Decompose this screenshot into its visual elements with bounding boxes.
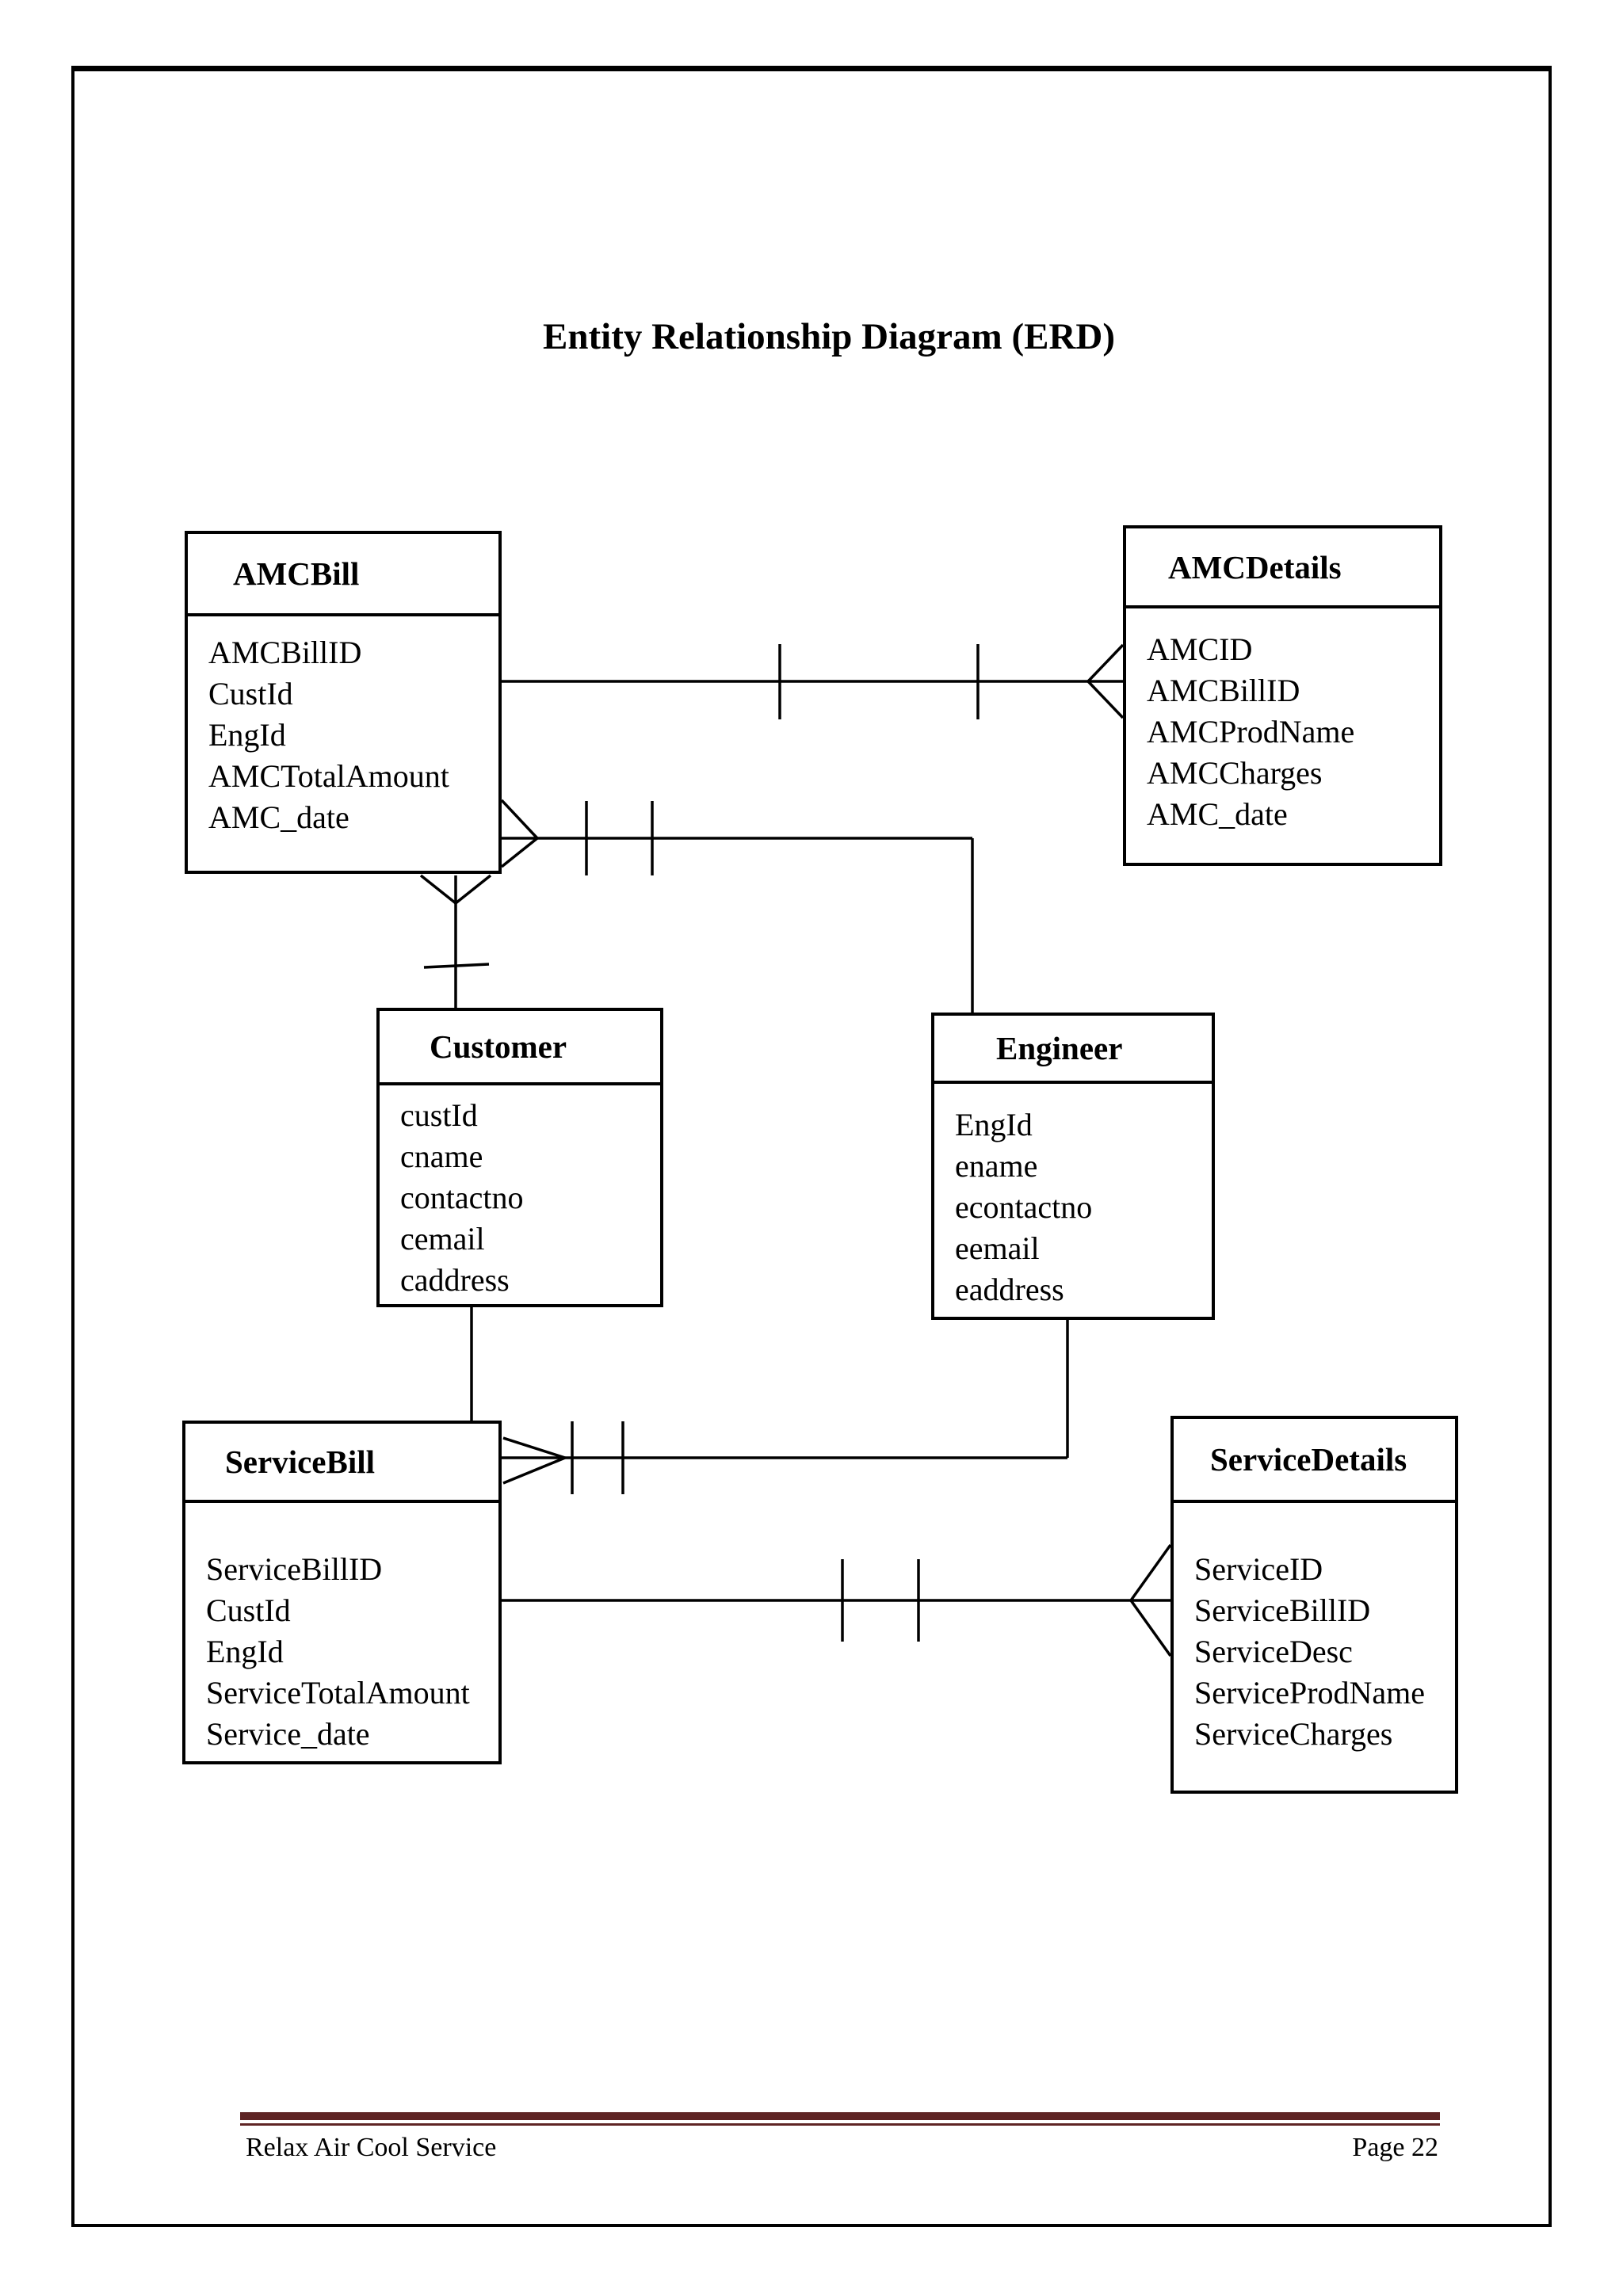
footer-rule-thin: [240, 2123, 1440, 2126]
entity-header: ServiceBill: [185, 1424, 498, 1503]
entity-customer: Customer custId cname contactno cemail c…: [376, 1008, 663, 1307]
entity-attributes: custId cname contactno cemail caddress: [380, 1085, 660, 1301]
attribute-row: cemail: [400, 1221, 485, 1257]
attribute-row: ServiceProdName: [1194, 1675, 1426, 1711]
entity-attributes: AMCBillID CustId EngId AMCTotalAmount AM…: [188, 616, 498, 838]
footer-company: Relax Air Cool Service: [246, 2133, 497, 2162]
attribute-row: ServiceBillID: [206, 1551, 383, 1587]
attribute-row: AMCID: [1147, 631, 1253, 667]
diagram-title: Entity Relationship Diagram (ERD): [543, 316, 1115, 357]
footer-rule: [240, 2112, 1440, 2120]
entity-attributes: ServiceBillID CustId EngId ServiceTotalA…: [185, 1503, 498, 1755]
attribute-row: AMC_date: [1147, 796, 1288, 832]
attribute-row: ServiceID: [1194, 1551, 1323, 1587]
attribute-row: AMC_date: [208, 799, 349, 835]
attribute-row: ServiceTotalAmount: [206, 1675, 470, 1711]
attribute-row: cname: [400, 1138, 483, 1174]
attribute-row: AMCBillID: [208, 635, 362, 670]
attribute-row: eemail: [955, 1230, 1040, 1266]
entity-attributes: AMCID AMCBillID AMCProdName AMCCharges A…: [1126, 608, 1439, 835]
entity-header: AMCDetails: [1126, 528, 1439, 608]
attribute-row: AMCTotalAmount: [208, 758, 449, 794]
entity-header: ServiceDetails: [1174, 1419, 1455, 1503]
entity-title: ServiceBill: [225, 1444, 376, 1480]
entity-title: Customer: [430, 1028, 567, 1065]
attribute-row: EngId: [206, 1634, 284, 1669]
attribute-row: AMCProdName: [1147, 714, 1355, 749]
entity-title: AMCDetails: [1168, 548, 1342, 585]
entity-servicedetails: ServiceDetails ServiceID ServiceBillID S…: [1170, 1416, 1458, 1794]
attribute-row: ename: [955, 1148, 1038, 1184]
attribute-row: AMCCharges: [1147, 755, 1323, 791]
entity-attributes: EngId ename econtactno eemail eaddress: [934, 1084, 1212, 1310]
page-border: [71, 66, 1552, 2227]
attribute-row: CustId: [206, 1592, 291, 1628]
entity-header: Customer: [380, 1011, 660, 1085]
entity-title: ServiceDetails: [1210, 1441, 1407, 1478]
attribute-row: ServiceCharges: [1194, 1716, 1393, 1752]
attribute-row: AMCBillID: [1147, 673, 1300, 708]
entity-engineer: Engineer EngId ename econtactno eemail e…: [931, 1013, 1215, 1320]
attribute-row: eaddress: [955, 1272, 1064, 1307]
attribute-row: custId: [400, 1097, 478, 1133]
entity-servicebill: ServiceBill ServiceBillID CustId EngId S…: [182, 1421, 502, 1764]
entity-title: Engineer: [996, 1030, 1123, 1066]
entity-amcdetails: AMCDetails AMCID AMCBillID AMCProdName A…: [1123, 525, 1442, 866]
attribute-row: ServiceDesc: [1194, 1634, 1353, 1669]
attribute-row: econtactno: [955, 1189, 1093, 1225]
entity-attributes: ServiceID ServiceBillID ServiceDesc Serv…: [1174, 1503, 1455, 1755]
entity-header: AMCBill: [188, 534, 498, 616]
attribute-row: caddress: [400, 1262, 510, 1298]
attribute-row: EngId: [955, 1107, 1033, 1142]
entity-header: Engineer: [934, 1016, 1212, 1084]
attribute-row: ServiceBillID: [1194, 1592, 1371, 1628]
entity-amcbill: AMCBill AMCBillID CustId EngId AMCTotalA…: [185, 531, 502, 874]
attribute-row: CustId: [208, 676, 293, 711]
entity-title: AMCBill: [233, 555, 360, 592]
attribute-row: contactno: [400, 1180, 524, 1215]
footer-page-number: Page 22: [1352, 2133, 1438, 2162]
attribute-row: Service_date: [206, 1716, 370, 1752]
attribute-row: EngId: [208, 717, 286, 753]
